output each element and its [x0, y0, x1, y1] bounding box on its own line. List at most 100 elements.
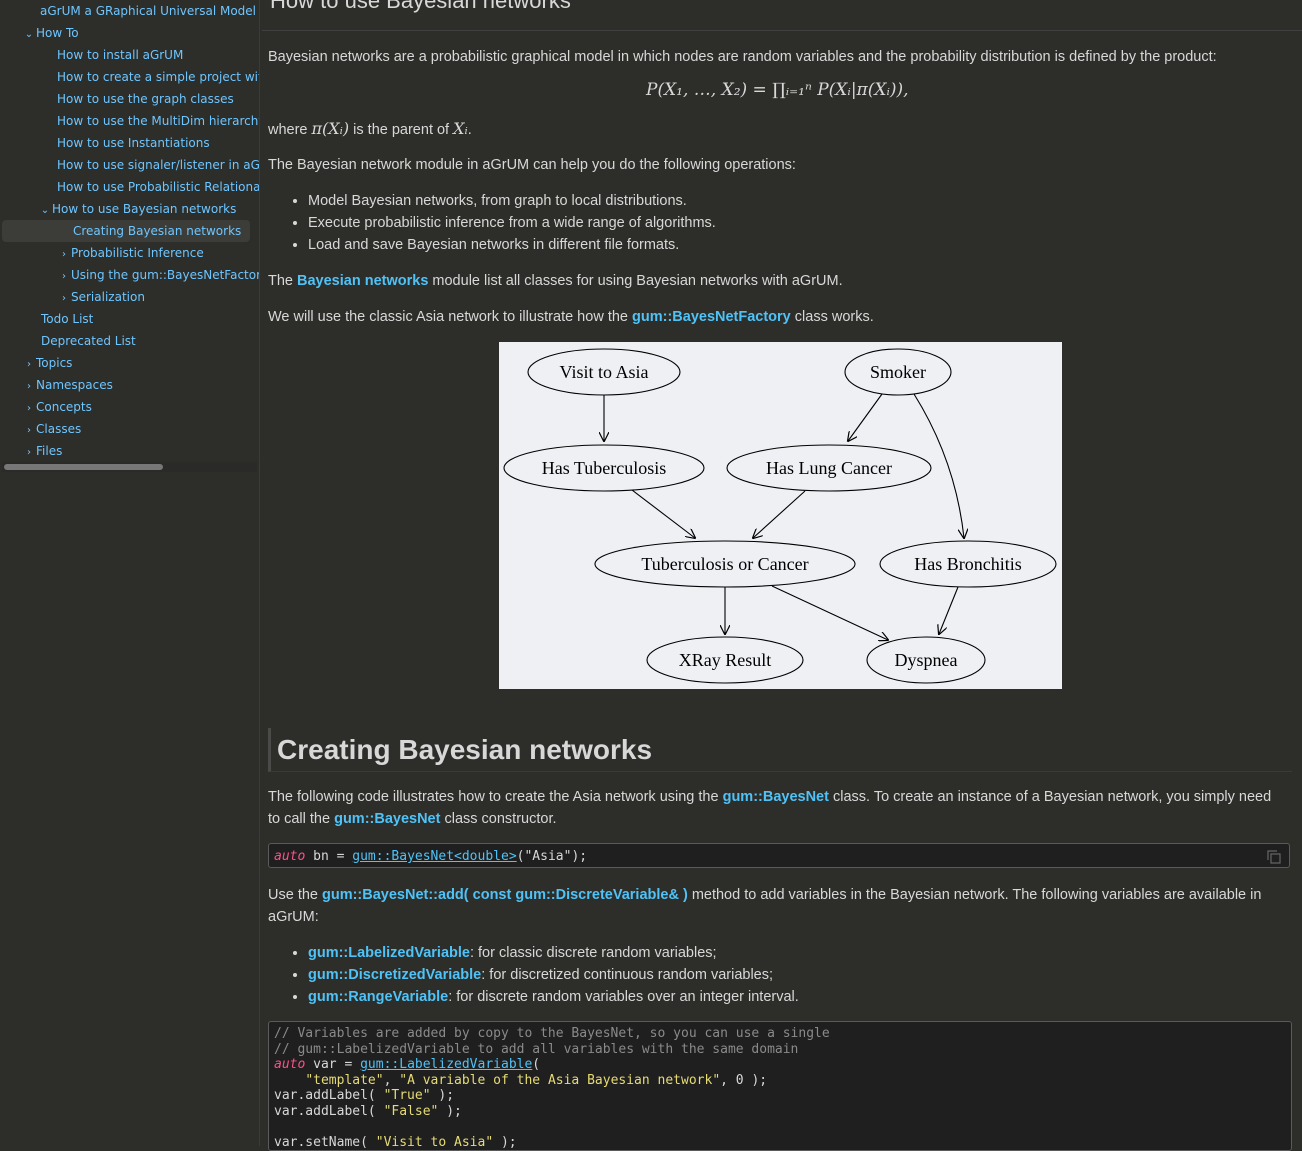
- chevron-right-icon[interactable]: ›: [27, 381, 31, 392]
- text: : for discrete random variables over an …: [448, 989, 799, 1005]
- create-text: The following code illustrates how to cr…: [268, 786, 1271, 808]
- nav-item-classes[interactable]: › Classes: [22, 418, 81, 440]
- code-text: , 0 );: [720, 1072, 768, 1088]
- range-variable-link[interactable]: gum::RangeVariable: [308, 989, 449, 1005]
- edge: [631, 489, 695, 538]
- text: We will use the classic Asia network to …: [268, 309, 633, 325]
- chevron-right-icon[interactable]: ›: [62, 293, 66, 304]
- code-string: "True": [383, 1088, 431, 1103]
- nav-item-todo[interactable]: Todo List: [27, 308, 93, 330]
- variables-list: gum::LabelizedVariable: for classic disc…: [288, 942, 799, 1008]
- chevron-right-icon[interactable]: ›: [62, 271, 66, 282]
- nav-item-agrum[interactable]: aGrUM a GRaphical Universal Model: [26, 0, 256, 22]
- node-label: Visit to Asia: [560, 362, 649, 382]
- sidebar-background: [0, 474, 260, 1146]
- code-text: var.addLabel(: [274, 1088, 384, 1103]
- nav-label: How to use Bayesian networks: [52, 202, 237, 216]
- code-class-link[interactable]: gum::BayesNet<double>: [352, 849, 517, 864]
- node-smoker: [844, 348, 952, 396]
- nav-item-deprecated[interactable]: Deprecated List: [27, 330, 136, 352]
- text: module list all classes for using Bayesi…: [428, 273, 843, 289]
- code-string: "template": [305, 1072, 384, 1088]
- list-item: gum::LabelizedVariable: for classic disc…: [308, 942, 799, 964]
- code-text: bn =: [305, 849, 353, 864]
- chevron-right-icon[interactable]: ›: [27, 447, 31, 458]
- nav-label: Files: [36, 444, 63, 458]
- bayesnetfactory-link[interactable]: gum::BayesNetFactory: [632, 309, 791, 325]
- math-inline: Xᵢ: [453, 119, 468, 138]
- nav-label: Namespaces: [36, 378, 113, 392]
- code-text: (: [532, 1057, 541, 1072]
- scrollbar-thumb[interactable]: [4, 464, 163, 470]
- nav-item-simple-project[interactable]: How to create a simple project with aGrU…: [43, 66, 259, 88]
- chevron-right-icon[interactable]: ›: [62, 249, 66, 260]
- code-block[interactable]: // Variables are added by copy to the Ba…: [268, 1021, 1292, 1151]
- code-text: var.addLabel(: [274, 1103, 384, 1119]
- bayesnet-link[interactable]: gum::BayesNet: [722, 789, 829, 805]
- text: to call the: [268, 811, 335, 827]
- nav-label: aGrUM a GRaphical Universal Model: [40, 4, 257, 18]
- nav-label: Concepts: [36, 400, 92, 414]
- node-label: XRay Result: [679, 650, 772, 670]
- list-item: Model Bayesian networks, from graph to l…: [308, 190, 716, 212]
- nav-item-graph-classes[interactable]: How to use the graph classes: [43, 88, 234, 110]
- node-label: Has Tuberculosis: [542, 458, 667, 478]
- nav-item-install[interactable]: How to install aGrUM: [43, 44, 183, 66]
- nav-label: Classes: [36, 422, 82, 436]
- nav-item-multidim[interactable]: How to use the MultiDim hierarchy: [43, 110, 259, 132]
- labelized-variable-link[interactable]: gum::LabelizedVariable: [308, 945, 470, 961]
- section-title: Creating Bayesian networks: [268, 728, 1292, 772]
- node-xray: [646, 636, 804, 684]
- module-text: The Bayesian networks module list all cl…: [268, 270, 843, 292]
- nav-item-factory[interactable]: ›Using the gum::BayesNetFactory: [57, 264, 259, 286]
- text: .: [467, 122, 472, 138]
- node-bronchitis: [879, 540, 1057, 588]
- nav-item-instantiations[interactable]: How to use Instantiations: [43, 132, 210, 154]
- text: Use the: [268, 887, 322, 903]
- where-text: where π(Xᵢ) is the parent of Xᵢ.: [268, 118, 472, 141]
- node-label: Smoker: [870, 362, 926, 382]
- bayesian-networks-link[interactable]: Bayesian networks: [297, 273, 429, 289]
- ops-intro: The Bayesian network module in aGrUM can…: [268, 157, 796, 173]
- nav-item-how-to[interactable]: ⌄How To: [22, 22, 79, 44]
- code-text: ("Asia");: [516, 849, 588, 864]
- nav-label: How to use the graph classes: [57, 92, 234, 106]
- chevron-right-icon[interactable]: ›: [27, 359, 31, 370]
- chevron-down-icon[interactable]: ⌄: [24, 29, 34, 40]
- nav-item-signaler[interactable]: How to use signaler/listener in aGrUM: [43, 154, 259, 176]
- nav-item-namespaces[interactable]: › Namespaces: [22, 374, 113, 396]
- copy-icon[interactable]: [1267, 850, 1281, 864]
- nav-item-creating-bn[interactable]: Creating Bayesian networks: [2, 220, 250, 242]
- nav-item-files[interactable]: › Files: [22, 440, 62, 462]
- code-class-link[interactable]: gum::LabelizedVariable: [360, 1057, 533, 1072]
- code-comment: // gum::LabelizedVariable to add all var…: [274, 1041, 799, 1057]
- text: class constructor.: [440, 811, 557, 827]
- nav-item-inference[interactable]: › Probabilistic Inference: [57, 242, 204, 264]
- code-string: "False": [383, 1103, 439, 1119]
- edge: [913, 393, 964, 538]
- discretized-variable-link[interactable]: gum::DiscretizedVariable: [308, 967, 482, 983]
- code-text: );: [493, 1134, 517, 1150]
- page-title: How to use Bayesian networks: [270, 0, 571, 13]
- edge: [939, 586, 959, 634]
- nav-item-concepts[interactable]: › Concepts: [22, 396, 92, 418]
- code-block[interactable]: auto bn = gum::BayesNet<double>("Asia");: [268, 843, 1290, 868]
- text: The: [268, 273, 298, 289]
- chevron-right-icon[interactable]: ›: [27, 403, 31, 414]
- chevron-right-icon[interactable]: ›: [27, 425, 31, 436]
- asia-text: We will use the classic Asia network to …: [268, 306, 874, 328]
- code-text: var.setName(: [274, 1134, 376, 1150]
- list-item: gum::DiscretizedVariable: for discretize…: [308, 964, 799, 986]
- intro-text: Bayesian networks are a probabilistic gr…: [268, 49, 1217, 65]
- nav-item-topics[interactable]: ›Topics: [22, 352, 72, 374]
- node-label: Has Bronchitis: [914, 554, 1022, 574]
- chevron-down-icon[interactable]: ⌄: [40, 205, 50, 216]
- bayesnet-link[interactable]: gum::BayesNet: [334, 811, 441, 827]
- text: class works.: [790, 309, 874, 325]
- add-method-link[interactable]: gum::BayesNet::add( const gum::DiscreteV…: [322, 887, 688, 903]
- nav-item-serialization[interactable]: ›Serialization: [57, 286, 145, 308]
- nav-label: Probabilistic Inference: [71, 246, 204, 260]
- nav-item-prm[interactable]: How to use Probabilistic Relational Mode…: [43, 176, 259, 198]
- nav-item-bayesian-networks[interactable]: ⌄How to use Bayesian networks: [38, 198, 237, 220]
- list-item: Load and save Bayesian networks in diffe…: [308, 234, 716, 256]
